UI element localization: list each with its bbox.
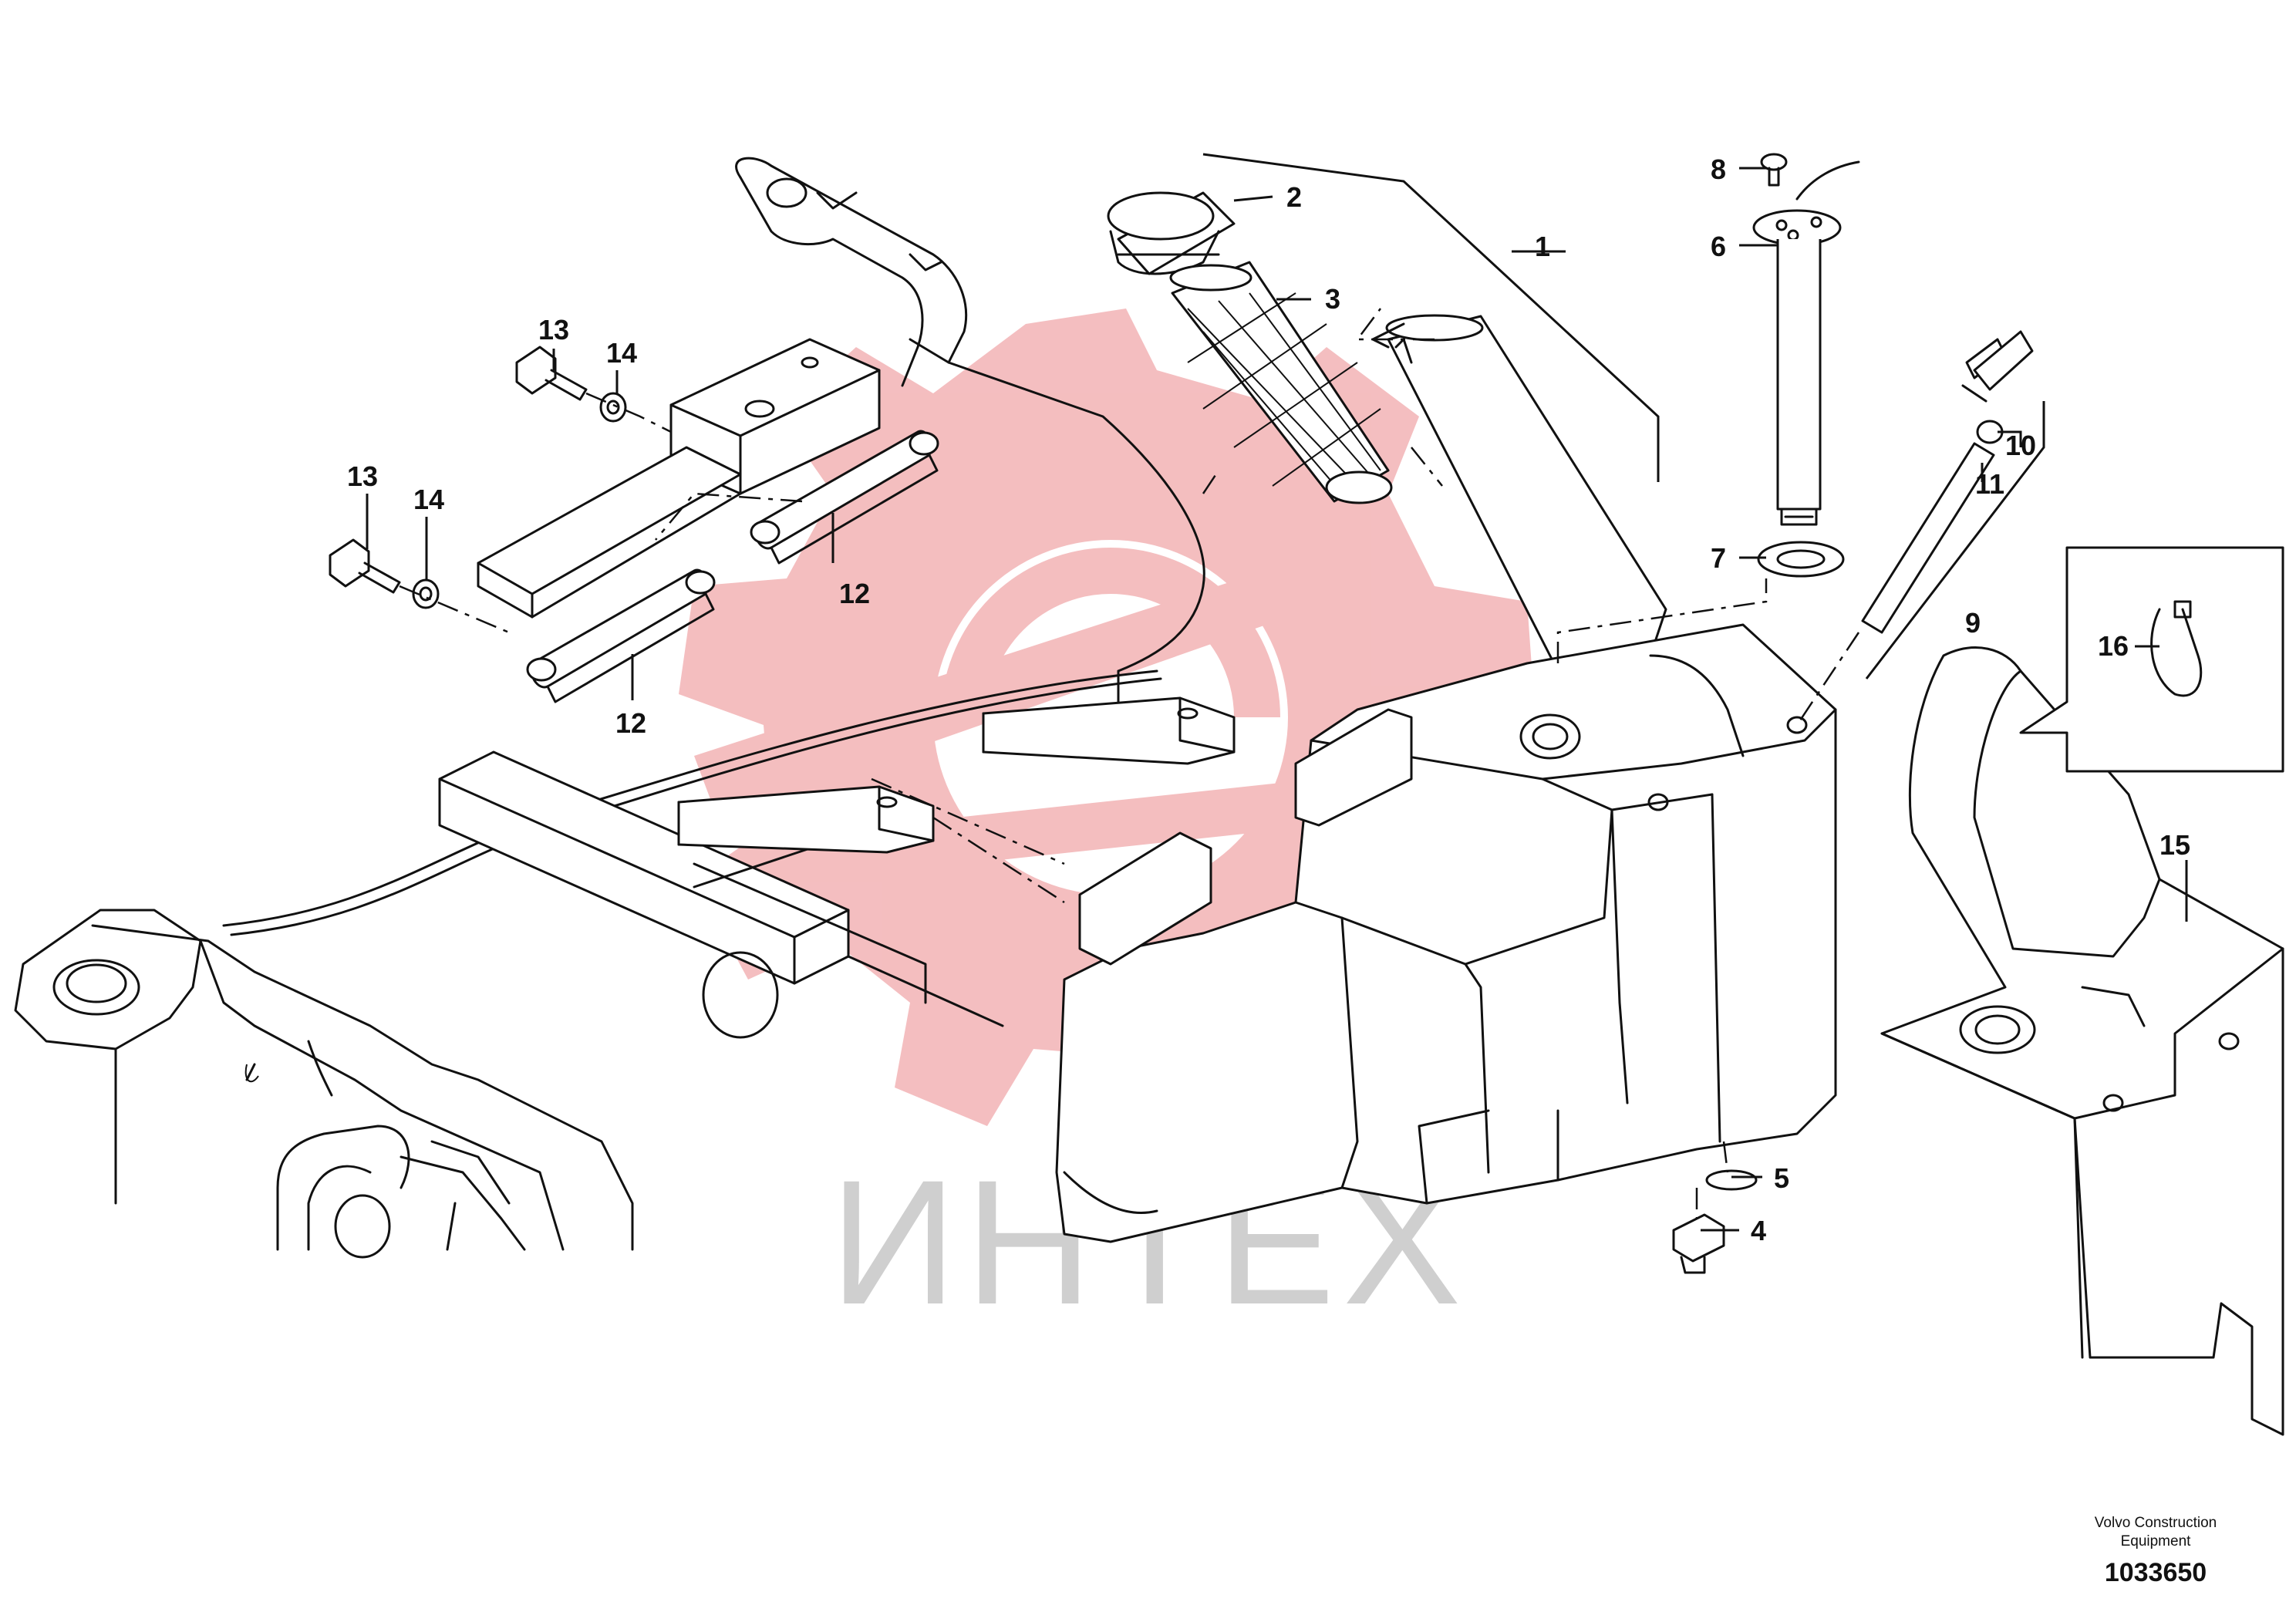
callout-12-upper: 12 [839, 578, 870, 609]
callout-16: 16 [2098, 630, 2129, 662]
clamp-12-lower [526, 568, 716, 703]
callouts: 1 2 3 4 5 6 7 8 9 10 11 12 12 13 13 14 1… [347, 153, 2190, 1246]
callout-15: 15 [2159, 829, 2190, 861]
clamp-12-upper [750, 430, 939, 565]
callout-5: 5 [1774, 1162, 1789, 1194]
screw-8 [1760, 153, 1788, 187]
o-ring-5 [1705, 1169, 1758, 1191]
callout-8: 8 [1711, 153, 1726, 185]
callout-14-upper: 14 [606, 337, 637, 369]
callout-9: 9 [1965, 607, 1981, 639]
callout-3: 3 [1325, 283, 1340, 315]
callout-2: 2 [1286, 181, 1302, 213]
drain-plug-4 [1672, 1213, 1725, 1274]
leader-lines [366, 153, 2188, 1232]
footer-drawing-number: 1033650 [2105, 1558, 2207, 1587]
callout-6: 6 [1711, 231, 1726, 262]
callout-1: 1 [1535, 231, 1550, 262]
filler-cap [1107, 191, 1236, 275]
callout-12-lower: 12 [615, 707, 646, 739]
fuel-tank [1055, 314, 1837, 1243]
footer-company-line1: Volvo Construction [2095, 1515, 2217, 1531]
callout-10: 10 [2005, 430, 2036, 461]
strainer [1169, 261, 1393, 504]
cover-plate-15 [1880, 646, 2284, 1436]
bolt-13-lower [329, 538, 401, 594]
pipe-9 [1861, 442, 1995, 634]
fuel-level-sender [1752, 160, 1860, 526]
bolt-13-upper [515, 346, 588, 401]
footer-company-line2: Equipment [2121, 1533, 2192, 1549]
drawing-footer: Volvo Construction Equipment 1033650 [2095, 1515, 2217, 1587]
gasket-7 [1757, 541, 1845, 578]
fitting-10 [1961, 330, 2034, 403]
assembly-lines [399, 308, 1860, 1219]
detail-box-16 [2019, 546, 2284, 773]
callout-11: 11 [1975, 468, 2004, 500]
callout-13-lower: 13 [347, 460, 378, 492]
callout-4: 4 [1751, 1215, 1766, 1246]
callout-7: 7 [1711, 542, 1726, 574]
callout-14-lower: 14 [413, 484, 444, 515]
frame-assembly [14, 157, 1236, 1259]
callout-13-upper: 13 [538, 314, 569, 346]
washer-14-upper [599, 392, 627, 423]
